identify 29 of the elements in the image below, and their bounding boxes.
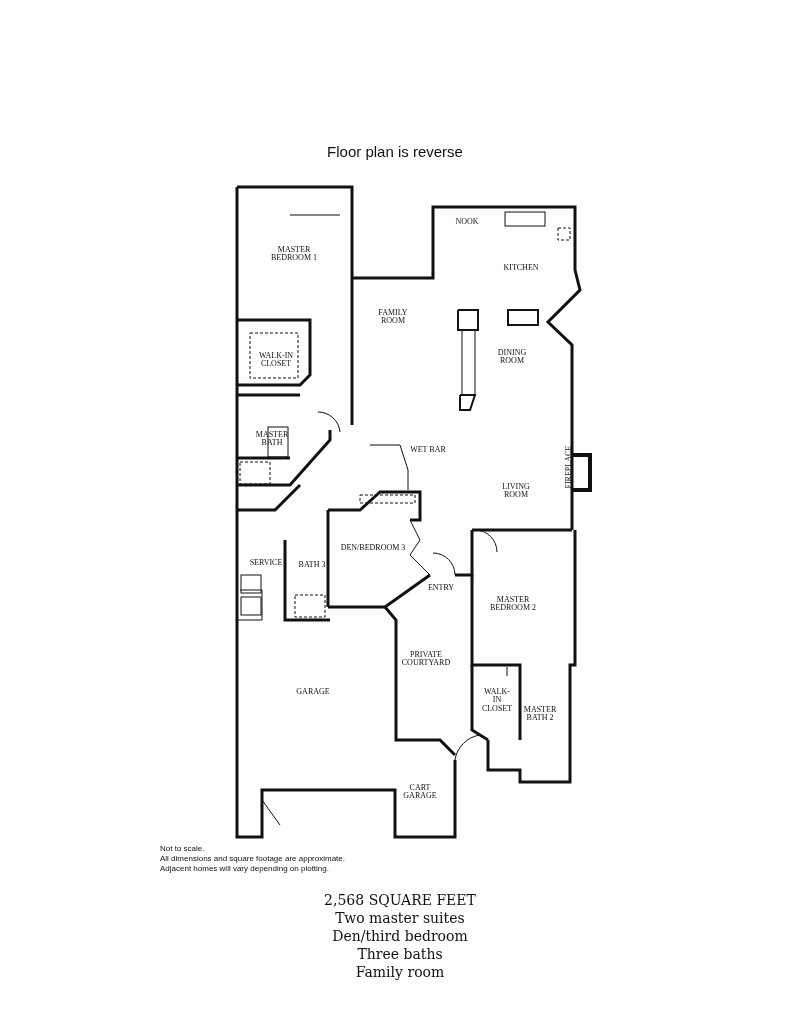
- room-label: ENTRY: [426, 584, 456, 593]
- room-label: GARAGE: [295, 688, 331, 697]
- disclaimer-text: All dimensions and square footage are approximate.: [160, 855, 346, 864]
- room-label: NOOK: [454, 218, 480, 227]
- disclaimer-text: Adjacent homes will vary depending on plotting.: [160, 865, 330, 874]
- room-label: LIVING ROOM: [501, 483, 531, 500]
- plan-note: Floor plan is reverse: [326, 144, 464, 160]
- room-label: WALK-IN CLOSET: [480, 688, 514, 714]
- summary-text: Two master suites: [334, 911, 466, 927]
- room-label: FAMILY ROOM: [377, 309, 409, 326]
- room-label: CART GARAGE: [402, 784, 438, 801]
- room-label: FIREPLACE: [564, 445, 574, 490]
- room-label: MASTER BATH: [255, 431, 289, 448]
- room-label: MASTER BATH 2: [523, 706, 557, 723]
- room-label: MASTER BEDROOM 1: [270, 246, 318, 263]
- room-label: WALK-IN CLOSET: [258, 352, 294, 369]
- room-label: PRIVATE COURTYARD: [400, 651, 452, 668]
- room-label: DEN/BEDROOM 3: [339, 544, 407, 553]
- summary-text: 2,568 SQUARE FEET: [323, 893, 477, 909]
- summary-text: Den/third bedroom: [331, 929, 469, 945]
- room-label: BATH 3: [297, 561, 327, 570]
- summary-text: Three baths: [356, 947, 444, 963]
- summary-text: Family room: [354, 965, 446, 981]
- room-label: MASTER BEDROOM 2: [489, 596, 537, 613]
- room-label: WET BAR: [409, 446, 447, 455]
- room-label: KITCHEN: [502, 264, 540, 273]
- disclaimer-text: Not to scale.: [160, 845, 206, 854]
- room-label: SERVICE: [248, 559, 284, 568]
- room-label: DINING ROOM: [496, 349, 528, 366]
